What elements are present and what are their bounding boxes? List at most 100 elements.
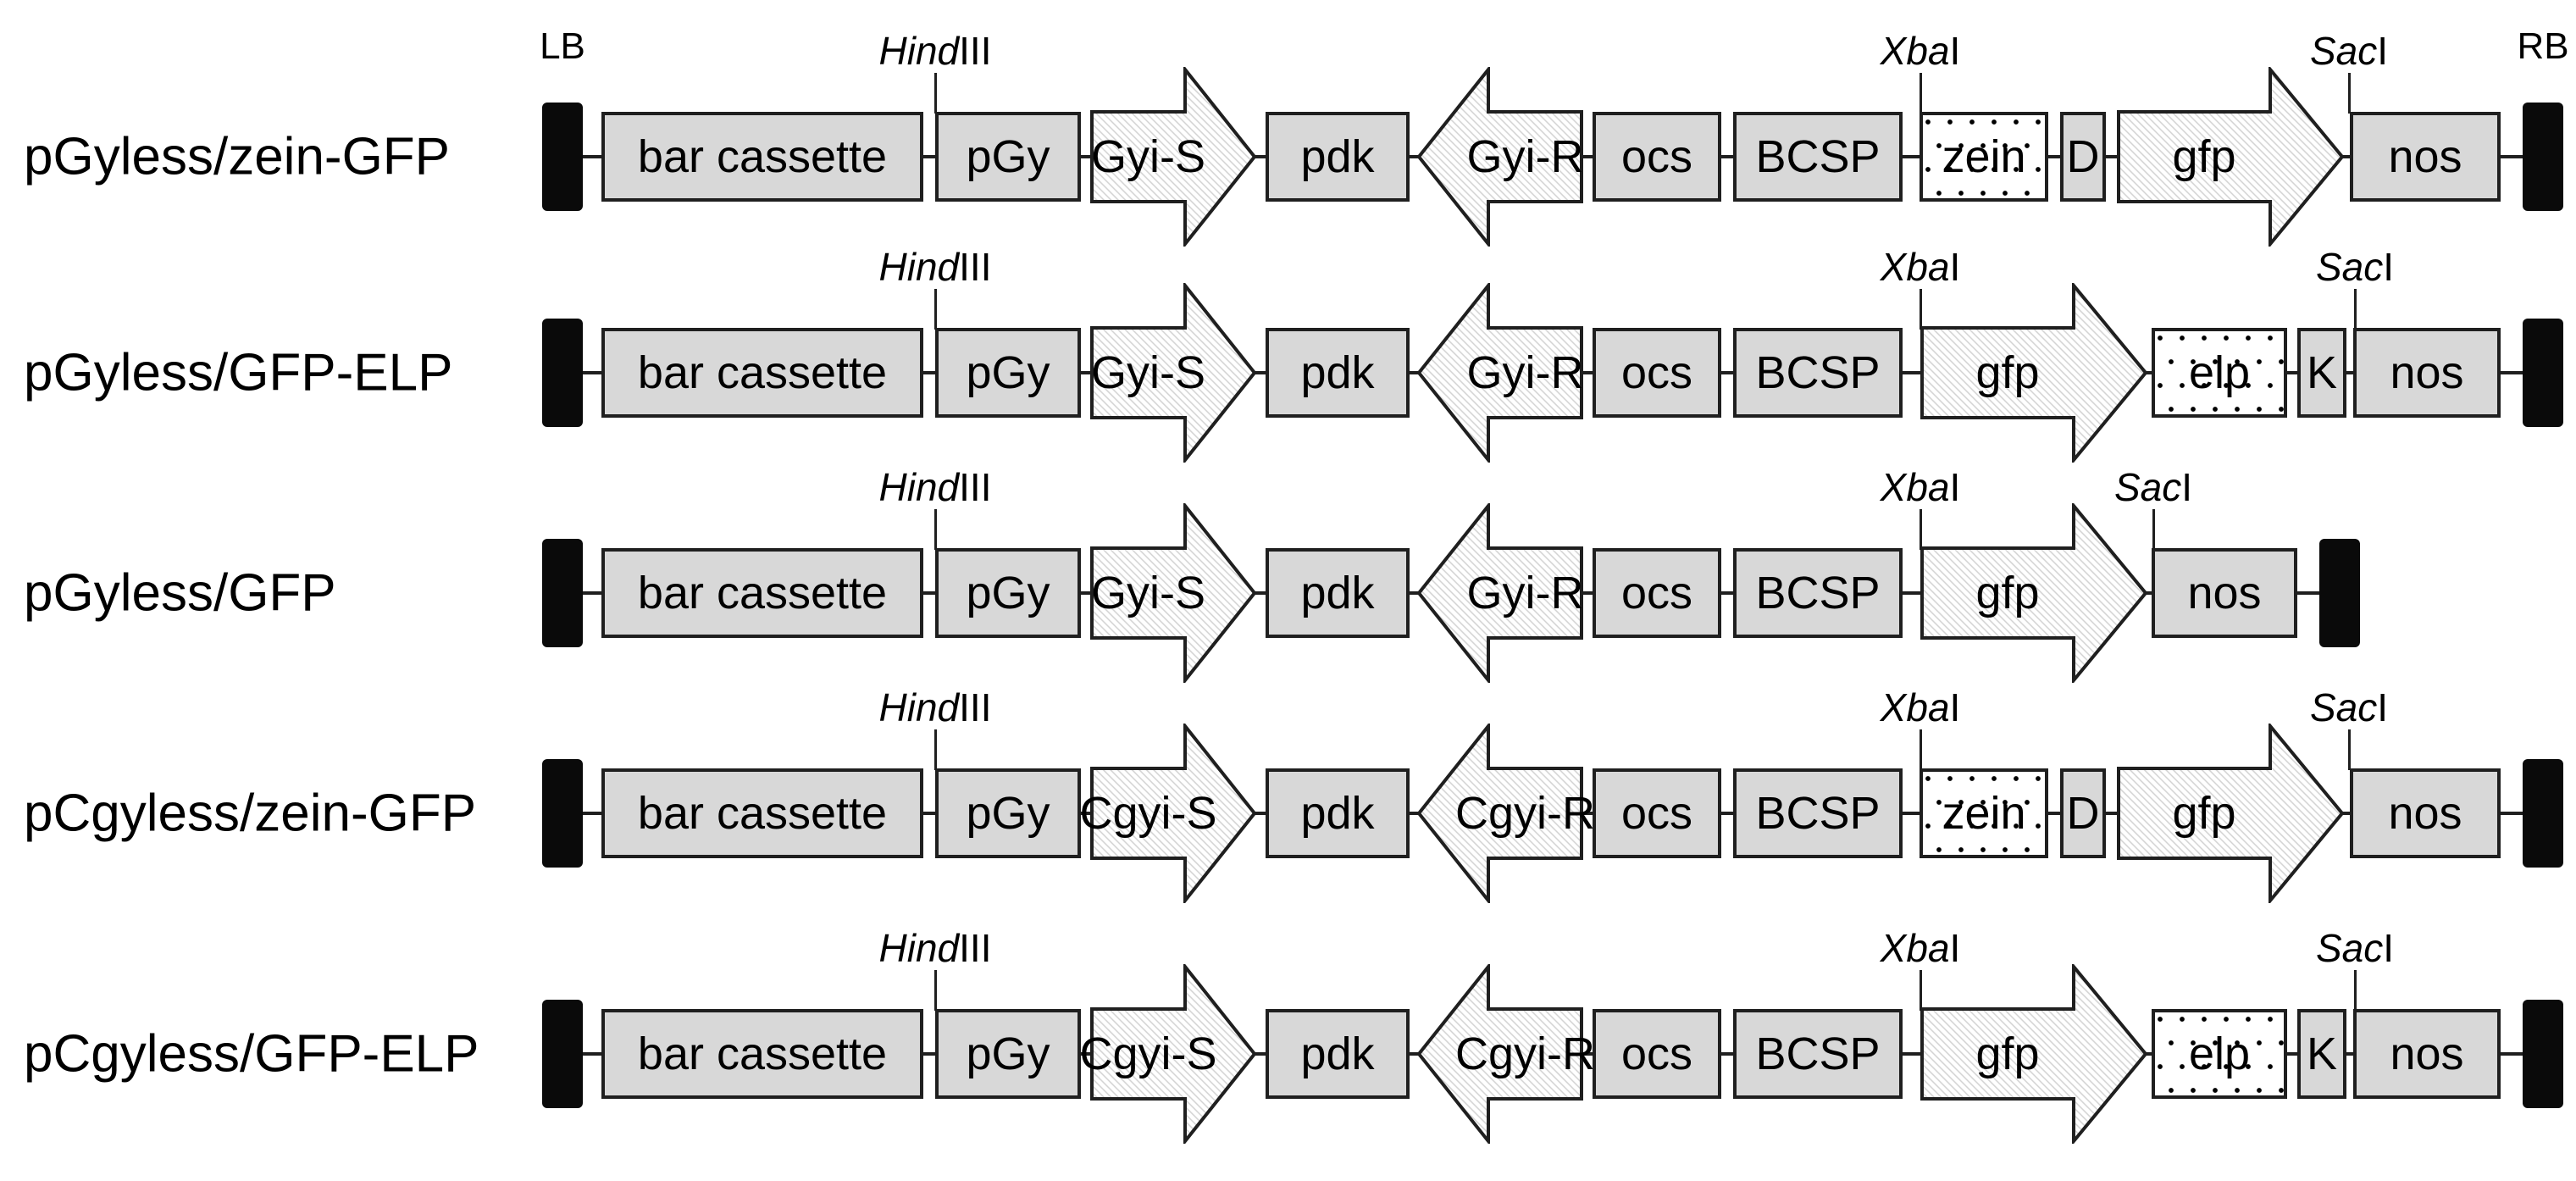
segment-nos: nos (2353, 328, 2501, 418)
segment-bar-cassette: bar cassette (601, 328, 923, 418)
arrow-shape-right (1090, 67, 1257, 247)
restriction-site-tick-hindiii (934, 729, 937, 770)
site-name-italic: Hind (878, 465, 960, 509)
segment-label-k: K (2306, 347, 2338, 398)
segment-elp: elp (2152, 328, 2287, 418)
restriction-site-tick-hindiii (934, 289, 937, 330)
gene-arrow-gyi-r: Gyi-R (1416, 503, 1584, 683)
segment-label-pgy: pGy (966, 788, 1050, 839)
gene-arrow-gyi-r: Gyi-R (1416, 283, 1584, 463)
segment-label-bcsp: BCSP (1755, 1029, 1881, 1079)
left-border-block (542, 539, 583, 647)
gene-arrow-label-gyi-r: Gyi-R (1466, 568, 1584, 618)
segment-k: K (2297, 328, 2346, 418)
segment-ocs: ocs (1593, 768, 1721, 858)
segment-bar-cassette: bar cassette (601, 768, 923, 858)
restriction-site-tick-saci (2354, 970, 2357, 1011)
site-name-italic: Hind (878, 29, 960, 73)
segment-label-ocs: ocs (1620, 131, 1693, 182)
restriction-site-label-saci: SacI (2114, 468, 2192, 507)
restriction-site-tick-xbai (1920, 509, 1922, 550)
gene-arrow-label-gyi-s: Gyi-S (1091, 131, 1205, 182)
segment-label-pgy: pGy (966, 131, 1050, 182)
site-name-italic: Sac (2309, 29, 2378, 73)
segment-label-pgy: pGy (966, 568, 1050, 618)
arrow-shape-left (1416, 283, 1583, 463)
restriction-site-tick-xbai (1920, 970, 1922, 1011)
restriction-site-tick-saci (2348, 729, 2351, 770)
site-name-roman: III (959, 245, 992, 289)
segment-bcsp: BCSP (1733, 548, 1903, 638)
arrow-shape-right (1920, 964, 2148, 1144)
site-name-roman: I (1949, 29, 1961, 73)
segment-bcsp: BCSP (1733, 112, 1903, 202)
arrow-shape-left (1416, 724, 1583, 903)
left-border-block (542, 103, 583, 211)
site-name-italic: Xba (1880, 29, 1950, 73)
segment-label-nos: nos (2390, 347, 2464, 398)
segment-label-d: D (2066, 788, 2100, 839)
segment-d: D (2060, 768, 2106, 858)
left-border-block (542, 319, 583, 427)
gene-arrow-gyi-r: Gyi-R (1416, 67, 1584, 247)
construct-name: pCgyless/GFP-ELP (24, 1024, 479, 1084)
right-border-block (2523, 1000, 2563, 1108)
left-border-block (542, 759, 583, 868)
segment-k: K (2297, 1009, 2346, 1099)
arrow-shape-right (1090, 503, 1257, 683)
segment-label-nos: nos (2390, 1029, 2464, 1079)
site-name-roman: I (2377, 29, 2389, 73)
segment-label-pdk: pdk (1300, 1029, 1375, 1079)
site-name-roman: I (1949, 685, 1961, 729)
segment-pdk: pdk (1266, 768, 1410, 858)
segment-label-elp: elp (2188, 1029, 2251, 1079)
segment-bcsp: BCSP (1733, 1009, 1903, 1099)
restriction-site-label-saci: SacI (2316, 247, 2394, 286)
arrow-shape-right (1090, 964, 1257, 1144)
segment-label-pgy: pGy (966, 1029, 1050, 1079)
segment-label-ocs: ocs (1620, 347, 1693, 398)
segment-label-d: D (2066, 131, 2100, 182)
gene-arrow-label-gfp: gfp (1975, 1029, 2040, 1079)
right-border-block (2523, 759, 2563, 868)
segment-pdk: pdk (1266, 1009, 1410, 1099)
site-name-roman: I (2383, 926, 2395, 970)
segment-label-nos: nos (2388, 131, 2462, 182)
right-border-block (2523, 319, 2563, 427)
arrow-shape-right (1920, 503, 2148, 683)
site-name-roman: I (1949, 926, 1961, 970)
gene-arrow-gfp: gfp (2116, 724, 2345, 903)
site-name-roman: I (1949, 245, 1961, 289)
gene-arrow-cgyi-r: Cgyi-R (1416, 724, 1595, 903)
arrow-shape-right (1920, 283, 2148, 463)
restriction-site-label-hindiii: HindIII (879, 31, 992, 70)
restriction-site-tick-saci (2354, 289, 2357, 330)
gene-arrow-gfp: gfp (1920, 503, 2148, 683)
segment-bar-cassette: bar cassette (601, 548, 923, 638)
restriction-site-tick-hindiii (934, 509, 937, 550)
gene-arrow-label-gfp: gfp (1975, 347, 2040, 398)
gene-arrow-gfp: gfp (1920, 964, 2148, 1144)
restriction-site-label-xbai: XbaI (1881, 468, 1961, 507)
restriction-site-label-hindiii: HindIII (879, 247, 992, 286)
site-name-italic: Sac (2315, 926, 2384, 970)
right-border-block (2523, 103, 2563, 211)
segment-pdk: pdk (1266, 112, 1410, 202)
arrow-shape-right (2117, 724, 2345, 903)
site-name-roman: I (1949, 465, 1961, 509)
site-name-italic: Xba (1880, 926, 1950, 970)
site-name-italic: Hind (878, 245, 960, 289)
arrow-shape-left (1416, 964, 1583, 1144)
right-border-block (2319, 539, 2360, 647)
left-border-block (542, 1000, 583, 1108)
gene-arrow-gyi-s: Gyi-S (1089, 283, 1257, 463)
segment-label-zein: zein (1942, 788, 2026, 839)
gene-arrow-gfp: gfp (1920, 283, 2148, 463)
gene-arrow-label-cgyi-s: Cgyi-S (1079, 788, 1217, 839)
gene-arrow-cgyi-s: Cgyi-S (1079, 964, 1257, 1144)
arrow-shape-right (1090, 724, 1257, 903)
segment-zein: zein (1920, 768, 2048, 858)
restriction-site-label-saci: SacI (2316, 929, 2394, 968)
segment-label-pdk: pdk (1300, 788, 1375, 839)
